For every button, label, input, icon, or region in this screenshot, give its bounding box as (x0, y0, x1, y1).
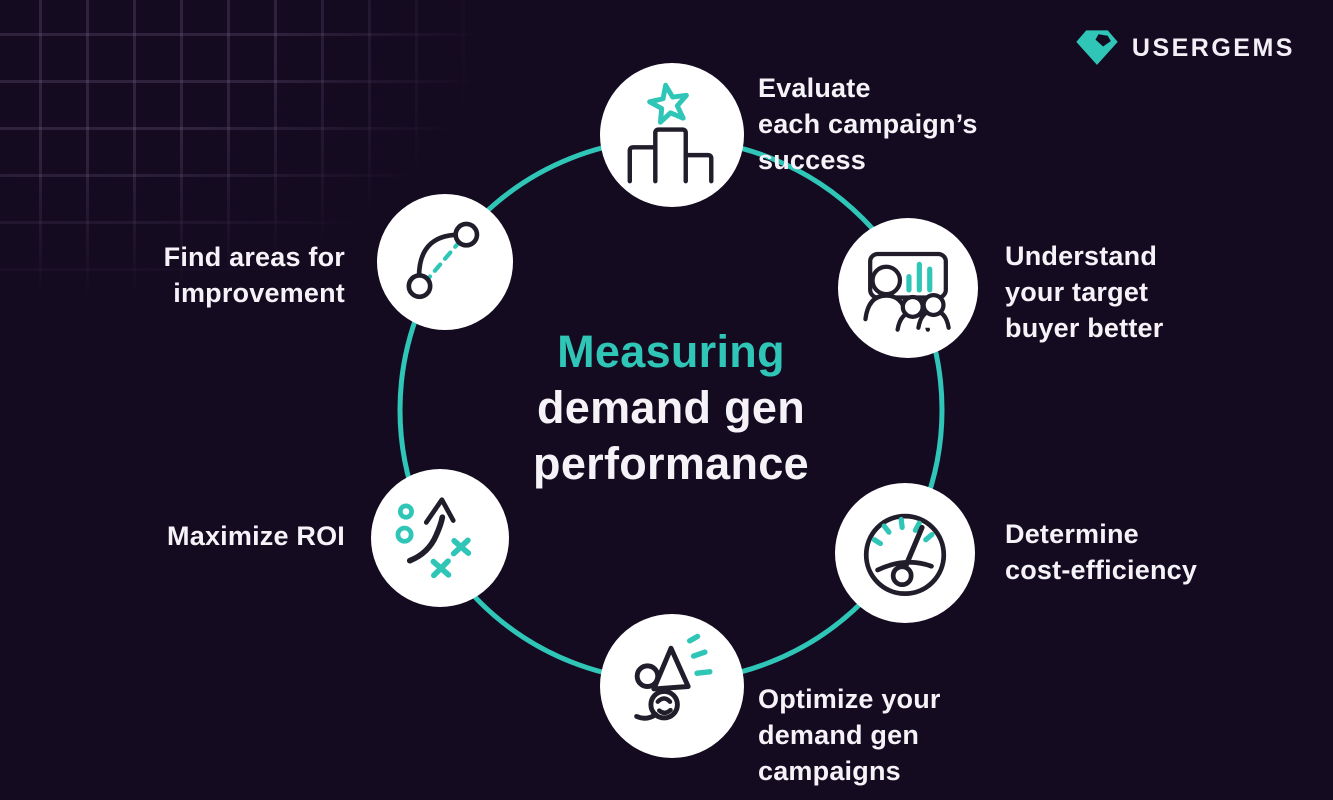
cycle-label-find: Find areas for improvement (163, 242, 345, 308)
strategy-arrow-icon (395, 497, 472, 579)
megaphone-icon (634, 633, 713, 721)
audience-presentation-icon (863, 251, 951, 332)
podium-star-icon (627, 82, 714, 184)
brand-logo: USERGEMS (1074, 28, 1295, 68)
brand-name: USERGEMS (1131, 33, 1295, 62)
cycle-label-maximize: Maximize ROI (167, 521, 345, 551)
cycle-node-find (377, 194, 513, 330)
path-improvement-icon (406, 221, 480, 300)
cycle-node-evaluate (600, 63, 744, 207)
gauge-icon (863, 513, 947, 597)
cycle-label-evaluate: Evaluate each campaign’s success (758, 73, 978, 175)
cycle-label-understand: Understand your target buyer better (1005, 241, 1164, 343)
cycle-node-maximize (371, 469, 509, 607)
cycle-label-optimize: Optimize your demand gen campaigns (758, 684, 941, 786)
title-line-1: Measuring (557, 326, 785, 377)
title-line-3: performance (533, 438, 809, 489)
cycle-node-understand (838, 218, 978, 358)
cycle-node-optimize (600, 614, 744, 758)
cycle-label-determine: Determine cost-efficiency (1005, 519, 1198, 585)
page-title: Measuring demand gen performance (471, 324, 871, 492)
cycle-node-determine (835, 483, 975, 623)
gem-icon (1076, 30, 1118, 65)
title-line-2: demand gen (536, 382, 806, 433)
